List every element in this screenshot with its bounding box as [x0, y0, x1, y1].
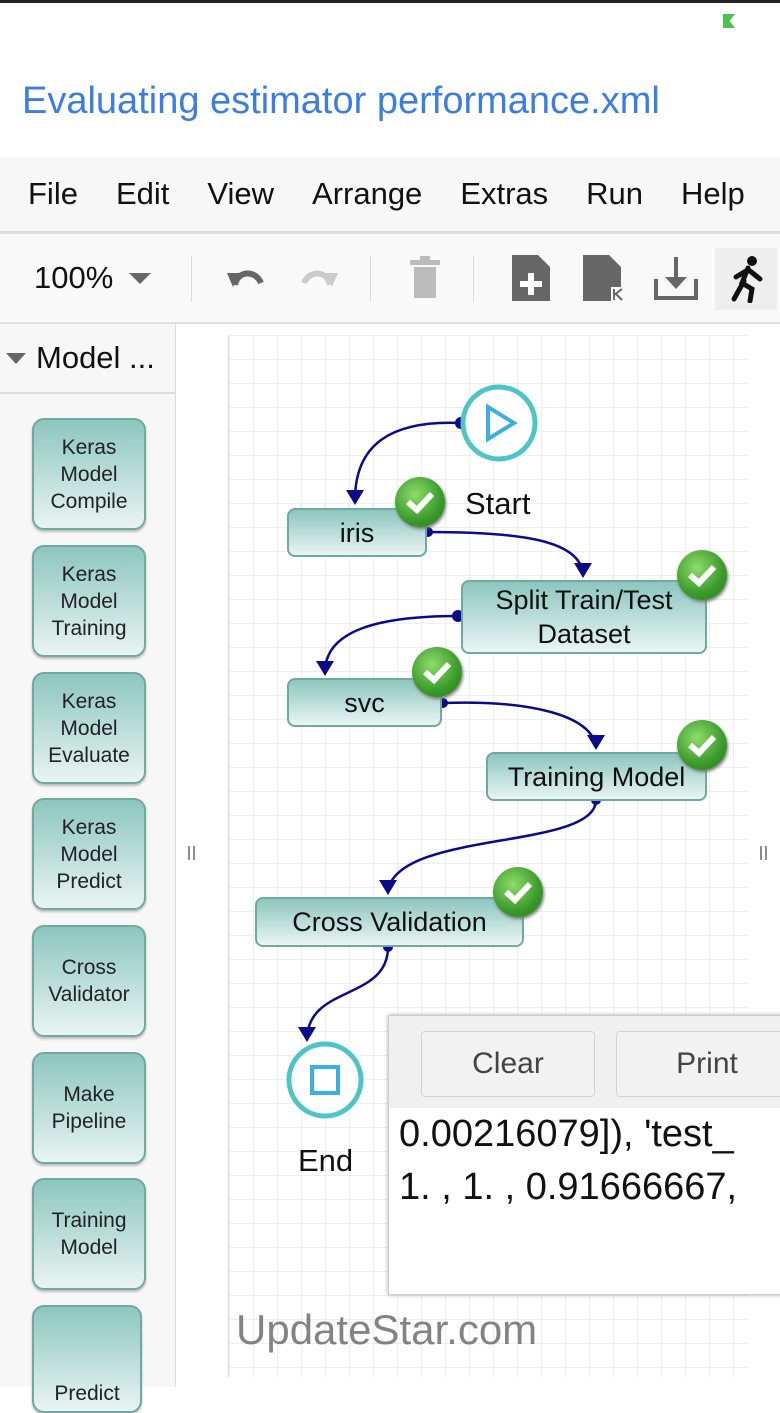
arrowhead — [298, 1027, 316, 1042]
menu-extras[interactable]: Extras — [460, 176, 549, 211]
zoom-select[interactable]: 100% — [34, 252, 164, 304]
edge-cv-end[interactable] — [305, 946, 390, 1038]
node-svc[interactable]: svc — [287, 678, 442, 727]
download-icon — [654, 257, 698, 300]
menu-file[interactable]: File — [28, 176, 78, 211]
check-icon — [395, 477, 445, 527]
play-icon — [486, 403, 518, 443]
edge-start-iris[interactable] — [353, 421, 462, 501]
run-icon — [731, 256, 763, 303]
start-event[interactable] — [460, 384, 538, 462]
menu-view[interactable]: View — [207, 176, 275, 211]
output-panel: Clear Print 0.00216079]), 'test_ 1. , 1.… — [388, 1015, 780, 1295]
zoom-value: 100% — [34, 260, 114, 295]
check-icon — [677, 550, 727, 600]
start-label: Start — [465, 486, 531, 521]
end-label: End — [298, 1143, 354, 1178]
edge-iris-split[interactable] — [427, 530, 585, 575]
delete-button[interactable] — [400, 252, 450, 304]
node-split-train-test[interactable]: Split Train/Test Dataset — [461, 580, 707, 654]
palette-item-make-pipeline[interactable]: Make Pipeline — [32, 1052, 146, 1164]
check-icon — [493, 867, 543, 917]
undo-button[interactable] — [220, 252, 270, 304]
output-text[interactable]: 0.00216079]), 'test_ 1. , 1. , 0.9166666… — [389, 1108, 780, 1294]
watermark: UpdateStar.com — [236, 1306, 538, 1353]
menu-edit[interactable]: Edit — [115, 176, 170, 211]
node-training-model[interactable]: Training Model — [486, 752, 707, 801]
node-cross-validation[interactable]: Cross Validation — [255, 897, 524, 947]
collapse-triangle-icon — [6, 353, 26, 364]
arrowhead — [574, 563, 592, 578]
status-bar — [0, 0, 780, 3]
palette-item-keras-model-training[interactable]: Keras Model Training — [32, 545, 146, 657]
edge-split-svc[interactable] — [323, 614, 459, 673]
output-line: 0.00216079]), 'test_ — [399, 1113, 734, 1155]
divider — [473, 256, 474, 302]
stop-icon — [310, 1065, 340, 1095]
output-line: 1. , 1. , 0.91666667, — [399, 1166, 738, 1208]
arrowhead — [587, 735, 605, 750]
menu-help[interactable]: Help — [681, 176, 745, 211]
print-button[interactable]: Print — [616, 1031, 780, 1097]
divider — [191, 256, 192, 302]
palette-item-cross-validator[interactable]: Cross Validator — [32, 925, 146, 1037]
chevron-down-icon — [129, 273, 152, 284]
menu-arrange[interactable]: Arrange — [312, 176, 423, 211]
document-title: Evaluating estimator performance.xml — [22, 80, 660, 122]
arrowhead — [316, 661, 334, 676]
palette-item-training-model[interactable]: Training Model — [32, 1178, 146, 1290]
check-icon — [412, 647, 462, 697]
sidebar-resize-handle[interactable] — [187, 845, 197, 861]
undo-icon — [227, 270, 264, 287]
menu-run[interactable]: Run — [586, 176, 644, 211]
new-file-button[interactable] — [505, 252, 557, 304]
palette-section-header[interactable]: Model ... — [0, 324, 175, 394]
edge-training-cv[interactable] — [386, 799, 598, 891]
file-export-icon — [583, 255, 625, 301]
run-button[interactable] — [715, 248, 777, 310]
palette-item-keras-model-predict[interactable]: Keras Model Predict — [32, 798, 146, 910]
palette-item-keras-model-evaluate[interactable]: Keras Model Evaluate — [32, 672, 146, 784]
check-icon — [677, 720, 727, 770]
palette-section-title: Model ... — [36, 340, 155, 375]
end-event[interactable] — [286, 1041, 364, 1119]
redo-button[interactable] — [295, 252, 345, 304]
arrowhead — [346, 490, 364, 505]
download-button[interactable] — [650, 252, 702, 304]
delete-icon — [410, 256, 440, 298]
canvas-resize-handle[interactable] — [759, 845, 769, 861]
redo-icon — [301, 270, 338, 287]
palette-item-keras-model-compile[interactable]: Keras Model Compile — [32, 418, 146, 530]
new-file-icon — [512, 255, 550, 301]
clear-button[interactable]: Clear — [421, 1031, 595, 1097]
toolbar: 100% — [0, 234, 780, 324]
export-file-button[interactable] — [578, 252, 630, 304]
divider — [370, 256, 371, 302]
edge-svc-training[interactable] — [442, 701, 598, 747]
status-indicator-icon — [723, 14, 735, 28]
menu-bar: File Edit View Arrange Extras Run Help — [0, 157, 780, 234]
arrowhead — [379, 880, 397, 895]
